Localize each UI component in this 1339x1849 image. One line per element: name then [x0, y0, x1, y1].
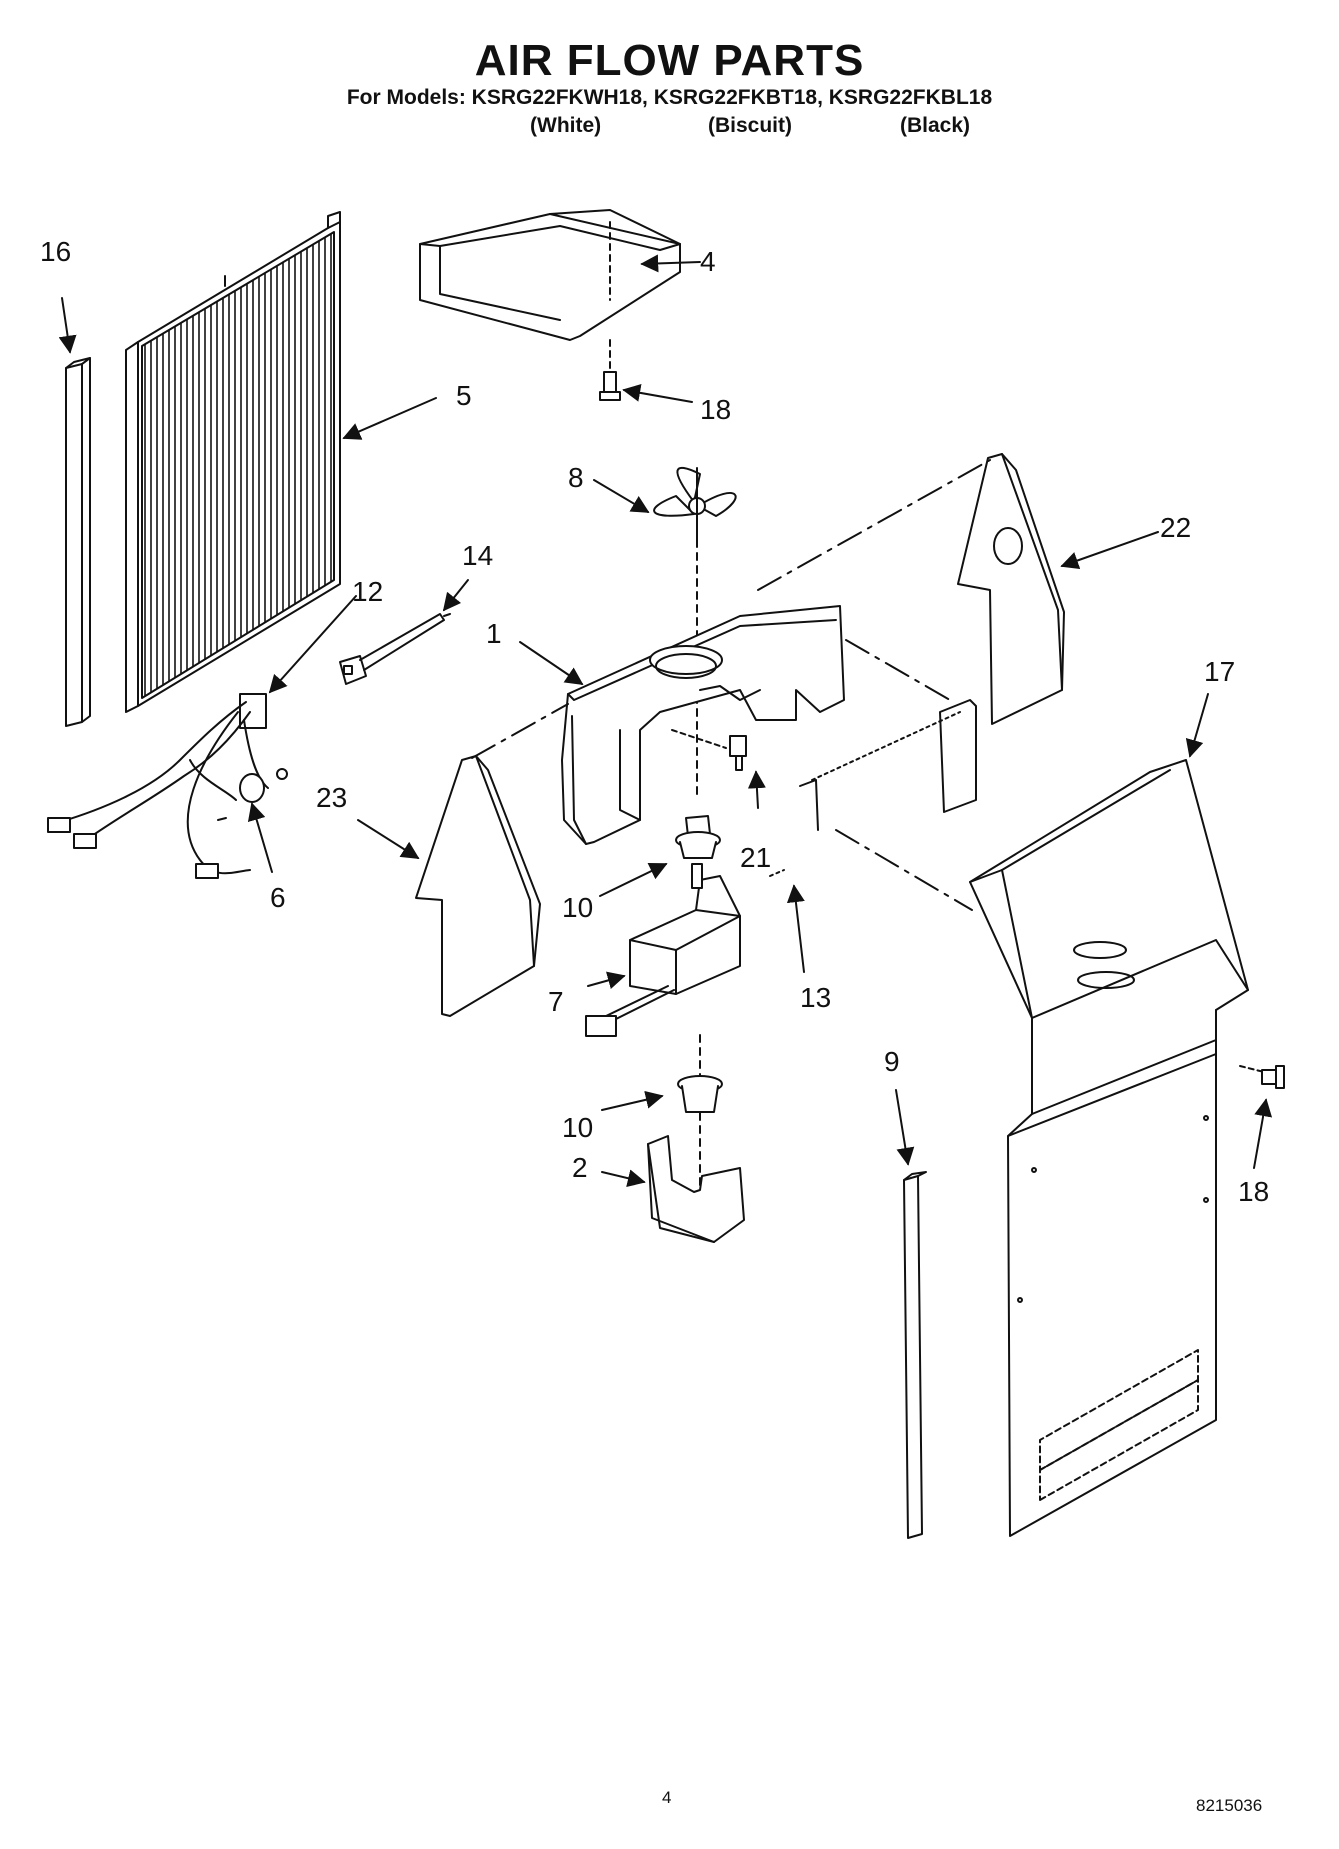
callout-21: 21 — [740, 842, 772, 873]
part-22-baffle — [957, 453, 1065, 725]
callout-4: 4 — [700, 246, 716, 277]
callout-1: 1 — [486, 618, 502, 649]
alignment-line-13b — [835, 829, 973, 911]
page-number: 4 — [662, 1788, 672, 1807]
alignment-line-13a — [845, 639, 951, 701]
callout-14: 14 — [462, 540, 494, 571]
callout-5: 5 — [456, 380, 472, 411]
part-9-seal-strip — [903, 1171, 927, 1539]
part-10-grommet-upper — [675, 815, 721, 859]
document-number: 8215036 — [1196, 1796, 1263, 1815]
part-14-cable-tie — [339, 613, 451, 685]
part-13-retainer — [769, 699, 977, 877]
callout-12: 12 — [352, 576, 384, 607]
callout-18: 18 — [700, 394, 732, 425]
part-18-screw-right — [1239, 1065, 1285, 1089]
models-line: For Models: KSRG22FKWH18, KSRG22FKBT18, … — [346, 86, 993, 109]
callout-18-right: 18 — [1238, 1176, 1270, 1207]
part-2-motor-bracket — [647, 1135, 745, 1243]
leader-arrows — [58, 254, 1273, 1188]
alignment-line-23 — [471, 703, 569, 759]
callout-10-upper: 10 — [562, 892, 594, 923]
alignment-line-22 — [757, 459, 991, 591]
callout-8: 8 — [568, 462, 584, 493]
part-8-fan-blade — [653, 466, 737, 541]
part-5-coil-panel — [125, 211, 341, 713]
part-10-grommet-lower — [677, 1075, 723, 1113]
page-title: AIR FLOW PARTS — [474, 36, 865, 85]
part-16-seal-strip — [65, 357, 91, 727]
callout-6: 6 — [270, 882, 286, 913]
callout-17: 17 — [1204, 656, 1236, 687]
callout-2: 2 — [572, 1152, 588, 1183]
callout-22: 22 — [1160, 512, 1192, 543]
part-23-baffle — [415, 755, 541, 1017]
part-21-screw — [671, 729, 747, 771]
callout-7: 7 — [548, 986, 564, 1017]
callout-9: 9 — [884, 1046, 900, 1077]
callout-10-lower: 10 — [562, 1112, 594, 1143]
variant-white: (White) — [530, 114, 602, 137]
part-7-fan-motor — [585, 863, 741, 1037]
part-4-duct-cover — [419, 209, 681, 341]
part-17-back-panel — [969, 759, 1249, 1537]
callout-16: 16 — [40, 236, 72, 267]
callout-13: 13 — [800, 982, 832, 1013]
part-18-screw-top — [599, 339, 621, 401]
variant-biscuit: (Biscuit) — [708, 114, 792, 137]
part-12-wire-harness — [47, 693, 288, 879]
variant-black: (Black) — [900, 114, 971, 137]
callout-23: 23 — [316, 782, 348, 813]
part-1-fan-shroud — [561, 605, 845, 845]
